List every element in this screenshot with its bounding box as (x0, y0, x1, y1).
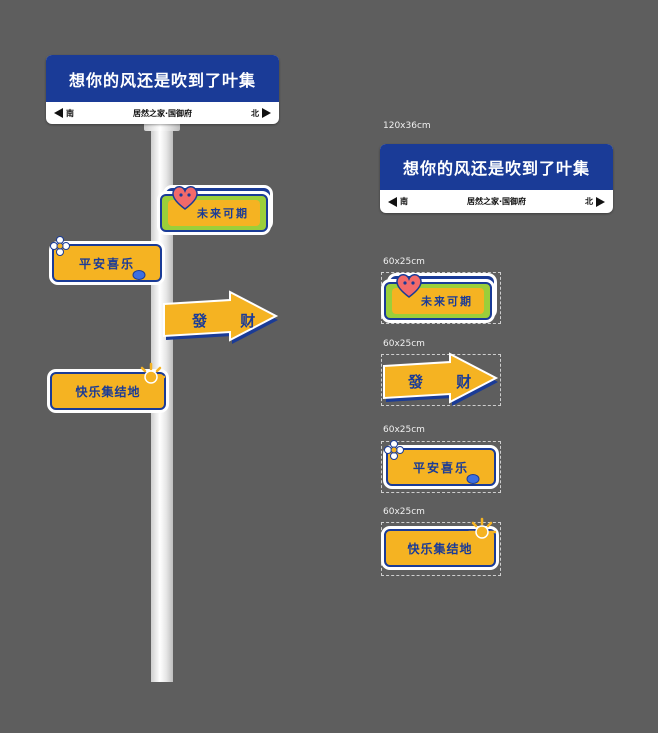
future-sign-text: 未来可期 (197, 207, 249, 220)
direction-south: 南 (66, 108, 74, 118)
arrow-right-icon (261, 108, 271, 118)
cloud-icon (466, 474, 480, 484)
street-sign-spec: 想你的风还是吹到了叶集 南 居然之家·国御府 北 (380, 144, 613, 213)
peace-sign-text: 平安喜乐 (412, 460, 469, 475)
size-label-future: 60x25cm (383, 257, 425, 267)
street-sign-title: 想你的风还是吹到了叶集 (46, 55, 279, 102)
happy-sign-pole: 快乐集结地 (48, 362, 170, 414)
cut-line-future (381, 272, 501, 324)
heart-mascot-icon (396, 274, 422, 298)
arrow-right-icon (595, 196, 605, 207)
fortune-arrow-sign-spec (383, 352, 499, 406)
happy-sign-spec: 快乐集结地 (379, 515, 501, 573)
cloud-icon (132, 270, 146, 280)
fortune-sign-text: 發 财 (408, 373, 486, 391)
street-sign-place: 居然之家·国御府 (466, 197, 527, 206)
happy-sign-text: 快乐集结地 (407, 541, 473, 556)
peace-sign-pole: 平安喜乐 (50, 236, 162, 284)
street-sign-pole: 想你的风还是吹到了叶集 南 居然之家·国御府 北 (46, 55, 279, 124)
future-sign-spec: 未来可期 (384, 274, 496, 320)
arrow-left-icon (54, 108, 63, 118)
cut-line-fortune (381, 354, 501, 406)
size-label-peace: 60x25cm (383, 425, 425, 435)
happy-sign-text: 快乐集结地 (75, 384, 141, 399)
street-sign-direction-bar: 南 居然之家·国御府 北 (380, 190, 613, 213)
street-sign-direction-bar: 南 居然之家·国御府 北 (46, 102, 279, 124)
size-label-street: 120x36cm (383, 121, 431, 131)
fortune-sign-text: 發 财 (192, 312, 270, 330)
future-sign-pole: 未来可期 (160, 186, 272, 232)
direction-south: 南 (400, 197, 408, 206)
size-label-fortune: 60x25cm (383, 339, 425, 349)
peace-sign-spec: 平安喜乐 (384, 440, 496, 488)
direction-north: 北 (584, 197, 593, 206)
flower-icon (50, 236, 70, 256)
future-sign-text: 未来可期 (421, 295, 473, 308)
heart-mascot-icon (172, 186, 198, 210)
street-sign-place: 居然之家·国御府 (132, 108, 193, 118)
sun-icon (467, 517, 497, 547)
street-sign-title: 想你的风还是吹到了叶集 (380, 144, 613, 190)
cut-line-peace (381, 441, 501, 493)
direction-north: 北 (250, 108, 259, 118)
flower-icon (384, 440, 404, 460)
sun-icon (136, 362, 166, 392)
size-label-happy: 60x25cm (383, 507, 425, 517)
cut-line-happy (381, 522, 501, 576)
peace-sign-text: 平安喜乐 (78, 256, 135, 271)
fortune-arrow-sign-pole (163, 290, 279, 344)
arrow-left-icon (388, 196, 397, 207)
